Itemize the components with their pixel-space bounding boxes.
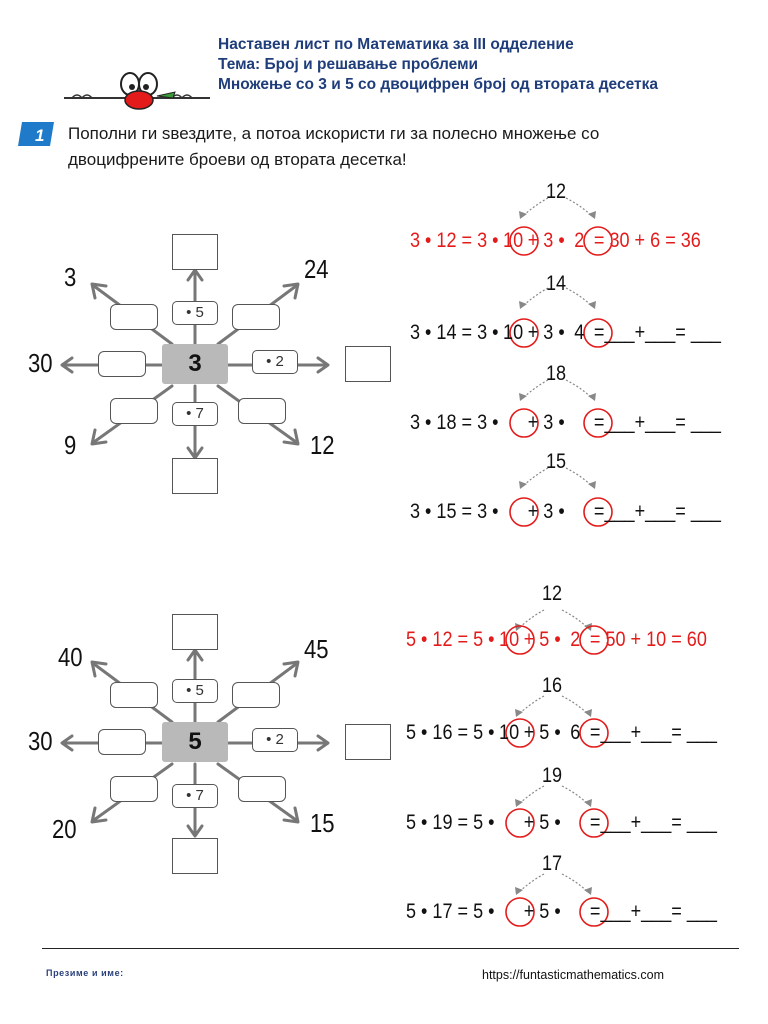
site-url[interactable]: https://funtasticmathematics.com [482, 968, 665, 982]
equation-row: 3 • 15 = 3 • + 3 • =___+___= ___ [410, 500, 721, 524]
header-line-1: Наставен лист по Математика за III оддел… [218, 36, 574, 53]
answer-box-tr[interactable] [232, 682, 280, 708]
tens-circle[interactable]: 10 [499, 721, 520, 744]
equation-left: 5 • 16 = 5 • [406, 721, 495, 744]
operator-right: • 2 [252, 350, 298, 374]
equation-result: = 50 + 10 = 60 [589, 628, 707, 651]
equation-row: 5 • 19 = 5 • + 5 • =___+___= ___ [406, 811, 717, 835]
split-number: 17 [542, 852, 563, 875]
answer-box-tr[interactable] [232, 304, 280, 330]
header-line-2: Тема: Број и решавање проблеми [218, 56, 479, 73]
corner-number-bl: 20 [52, 814, 77, 844]
split-number: 16 [542, 674, 563, 697]
task-number-badge: 1 [18, 118, 56, 148]
equation-result-blanks[interactable]: =___+___= ___ [589, 811, 717, 834]
corner-number-tl: 3 [64, 262, 77, 292]
tens-circle: 10 [499, 628, 520, 651]
operator-top: • 5 [172, 301, 218, 325]
equation-mid: + 3 • [527, 500, 565, 523]
equation-mid: + 3 • [527, 411, 565, 434]
equation-left: 3 • 14 = 3 • [410, 321, 499, 344]
equation-left: 3 • 12 = 3 • [410, 229, 499, 252]
split-number: 19 [542, 764, 563, 787]
answer-box-left[interactable] [98, 729, 146, 755]
split-number: 14 [546, 272, 567, 295]
operator-bottom: • 7 [172, 402, 218, 426]
corner-number-tl: 40 [58, 642, 83, 672]
split-number: 18 [546, 362, 567, 385]
answer-box-top[interactable] [172, 234, 218, 270]
answer-box-tl[interactable] [110, 682, 158, 708]
answer-box-right[interactable] [345, 346, 391, 382]
equation-row: 3 • 14 = 3 •10+ 3 • 4 =___+___= ___ [410, 321, 721, 345]
answer-box-tl[interactable] [110, 304, 158, 330]
answer-box-left[interactable] [98, 351, 146, 377]
units-circle: 2 [574, 229, 585, 252]
header-line-3: Множење со 3 и 5 со двоцифрен број од вт… [218, 76, 658, 93]
split-number: 12 [546, 180, 567, 203]
star-diagram-3: 3 • 5 • 2 • 7 3 24 30 9 12 [0, 220, 400, 520]
corner-number-left: 30 [28, 726, 53, 756]
units-circle[interactable]: 6 [570, 721, 581, 744]
mascot-logo [62, 62, 212, 112]
equation-mid: + 5 • [523, 900, 561, 923]
corner-number-left: 30 [28, 348, 53, 378]
equation-result-blanks[interactable]: =___+___= ___ [589, 900, 717, 923]
operator-top: • 5 [172, 679, 218, 703]
equation-left: 5 • 12 = 5 • [406, 628, 495, 651]
operator-right: • 2 [252, 728, 298, 752]
tens-circle[interactable]: 10 [503, 321, 524, 344]
center-number: 3 [162, 344, 228, 384]
answer-box-bottom[interactable] [172, 458, 218, 494]
center-number: 5 [162, 722, 228, 762]
split-number: 12 [542, 582, 563, 605]
equation-mid: + 3 • [527, 321, 565, 344]
equation-left: 5 • 17 = 5 • [406, 900, 495, 923]
equation-left: 5 • 19 = 5 • [406, 811, 495, 834]
equation-row: 5 • 12 = 5 •10+ 5 • 2 = 50 + 10 = 60 [406, 628, 707, 652]
answer-box-bl[interactable] [110, 776, 158, 802]
units-circle[interactable]: 4 [574, 321, 585, 344]
equation-mid: + 5 • [523, 721, 561, 744]
equation-row: 3 • 18 = 3 • + 3 • =___+___= ___ [410, 411, 721, 435]
answer-box-bottom[interactable] [172, 838, 218, 874]
equation-result: = 30 + 6 = 36 [593, 229, 701, 252]
star-diagram-5: 5 • 5 • 2 • 7 40 45 30 20 15 [0, 604, 400, 904]
corner-number-tr: 45 [304, 634, 329, 664]
corner-number-br: 15 [310, 808, 335, 838]
equation-row: 5 • 16 = 5 •10+ 5 • 6 =___+___= ___ [406, 721, 717, 745]
split-number: 15 [546, 450, 567, 473]
answer-box-top[interactable] [172, 614, 218, 650]
answer-box-br[interactable] [238, 398, 286, 424]
equation-left: 3 • 15 = 3 • [410, 500, 499, 523]
equation-mid: + 5 • [523, 811, 561, 834]
equation-mid: + 3 • [527, 229, 565, 252]
tens-circle: 10 [503, 229, 524, 252]
equation-mid: + 5 • [523, 628, 561, 651]
equation-row: 3 • 12 = 3 •10+ 3 • 2 = 30 + 6 = 36 [410, 229, 701, 253]
corner-number-bl: 9 [64, 430, 77, 460]
instruction-line-2: двоцифрените броеви од втората десетка! [68, 150, 407, 169]
instruction-line-1: Пополни ги ѕвездите, а потоа искористи г… [68, 124, 600, 143]
equation-result-blanks[interactable]: =___+___= ___ [593, 321, 721, 344]
equation-result-blanks[interactable]: =___+___= ___ [593, 500, 721, 523]
task-number: 1 [35, 126, 44, 145]
answer-box-br[interactable] [238, 776, 286, 802]
equation-left: 3 • 18 = 3 • [410, 411, 499, 434]
footer-divider [42, 948, 739, 949]
equation-result-blanks[interactable]: =___+___= ___ [593, 411, 721, 434]
answer-box-bl[interactable] [110, 398, 158, 424]
answer-box-right[interactable] [345, 724, 391, 760]
equation-row: 5 • 17 = 5 • + 5 • =___+___= ___ [406, 900, 717, 924]
corner-number-tr: 24 [304, 254, 329, 284]
operator-bottom: • 7 [172, 784, 218, 808]
equation-result-blanks[interactable]: =___+___= ___ [589, 721, 717, 744]
name-label: Презиме и име: [46, 968, 124, 978]
corner-number-br: 12 [310, 430, 335, 460]
units-circle: 2 [570, 628, 581, 651]
